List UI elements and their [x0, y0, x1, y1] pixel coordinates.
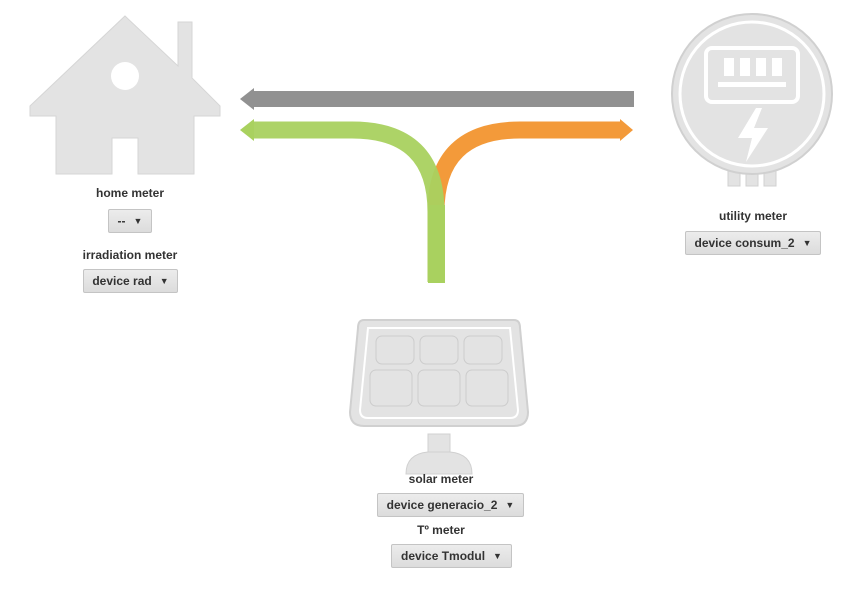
solar-meter-value: device generacio_2	[386, 498, 498, 512]
utility-meter-select[interactable]: device consum_2 ▼	[685, 231, 821, 255]
utility-meter-icon	[671, 13, 833, 187]
solar-meter-label: solar meter	[408, 472, 474, 486]
solar-panel-icon	[348, 319, 530, 475]
utility-meter-label: utility meter	[718, 209, 787, 223]
irradiation-meter-value: device rad	[92, 274, 152, 288]
house-icon	[29, 15, 221, 175]
irradiation-meter-label: irradiation meter	[82, 248, 178, 262]
chevron-down-icon: ▼	[802, 238, 812, 248]
solar-flow	[240, 119, 445, 283]
utility-meter-value: device consum_2	[694, 236, 795, 250]
grid-arrow	[240, 88, 634, 110]
chevron-down-icon: ▼	[493, 551, 502, 561]
chevron-down-icon: ▼	[159, 276, 169, 286]
temperature-meter-select[interactable]: device Tmodul ▼	[391, 544, 512, 568]
home-meter-value: --	[117, 214, 126, 228]
export-flow	[427, 119, 633, 282]
solar-meter-select[interactable]: device generacio_2 ▼	[377, 493, 524, 517]
temperature-meter-label: Tº meter	[417, 523, 465, 537]
irradiation-meter-select[interactable]: device rad ▼	[83, 269, 178, 293]
home-meter-label: home meter	[95, 186, 165, 200]
temperature-meter-value: device Tmodul	[401, 549, 486, 563]
chevron-down-icon: ▼	[505, 500, 515, 510]
chevron-down-icon: ▼	[133, 216, 143, 226]
home-meter-select[interactable]: -- ▼	[108, 209, 152, 233]
